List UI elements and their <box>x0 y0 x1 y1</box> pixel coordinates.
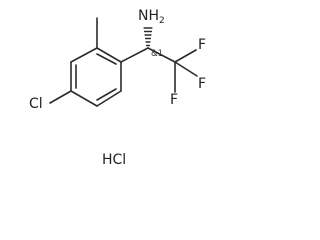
cf3-bond-top <box>174 49 197 63</box>
chlorine-label: Cl <box>29 96 43 112</box>
amine-hydrogen-count: 2 <box>159 16 165 26</box>
ring-bond-c2-c3 <box>70 47 98 63</box>
cf3-bond-right <box>174 61 198 77</box>
stereo-label: &1 <box>151 49 163 59</box>
hashed-wedge-bond <box>143 27 153 47</box>
chloro-bond <box>49 90 72 104</box>
ring-bond-c5-c6 <box>96 90 122 107</box>
amine-hydrogen: H <box>148 8 159 24</box>
amine-label: NH2 <box>138 8 165 26</box>
amine-nitrogen: N <box>138 8 148 24</box>
ring-to-chiral-carbon-bond <box>120 47 149 63</box>
fluorine-bottom-label: F <box>170 92 178 108</box>
ring-double-bond-c1-c2 <box>96 53 117 65</box>
chiral-to-cf3-bond <box>147 47 176 63</box>
ring-double-bond-c5-c6 <box>96 88 117 101</box>
ring-bond-c1-c2 <box>96 47 122 63</box>
chemical-structure-diagram: Cl NH2 &1 F F F HCl <box>29 8 206 168</box>
fluorine-top-label: F <box>198 37 206 53</box>
salt-label: HCl <box>102 152 126 168</box>
fluorine-right-label: F <box>198 76 206 92</box>
benzene-ring <box>70 47 122 107</box>
ring-bond-c4-c5 <box>70 90 98 107</box>
